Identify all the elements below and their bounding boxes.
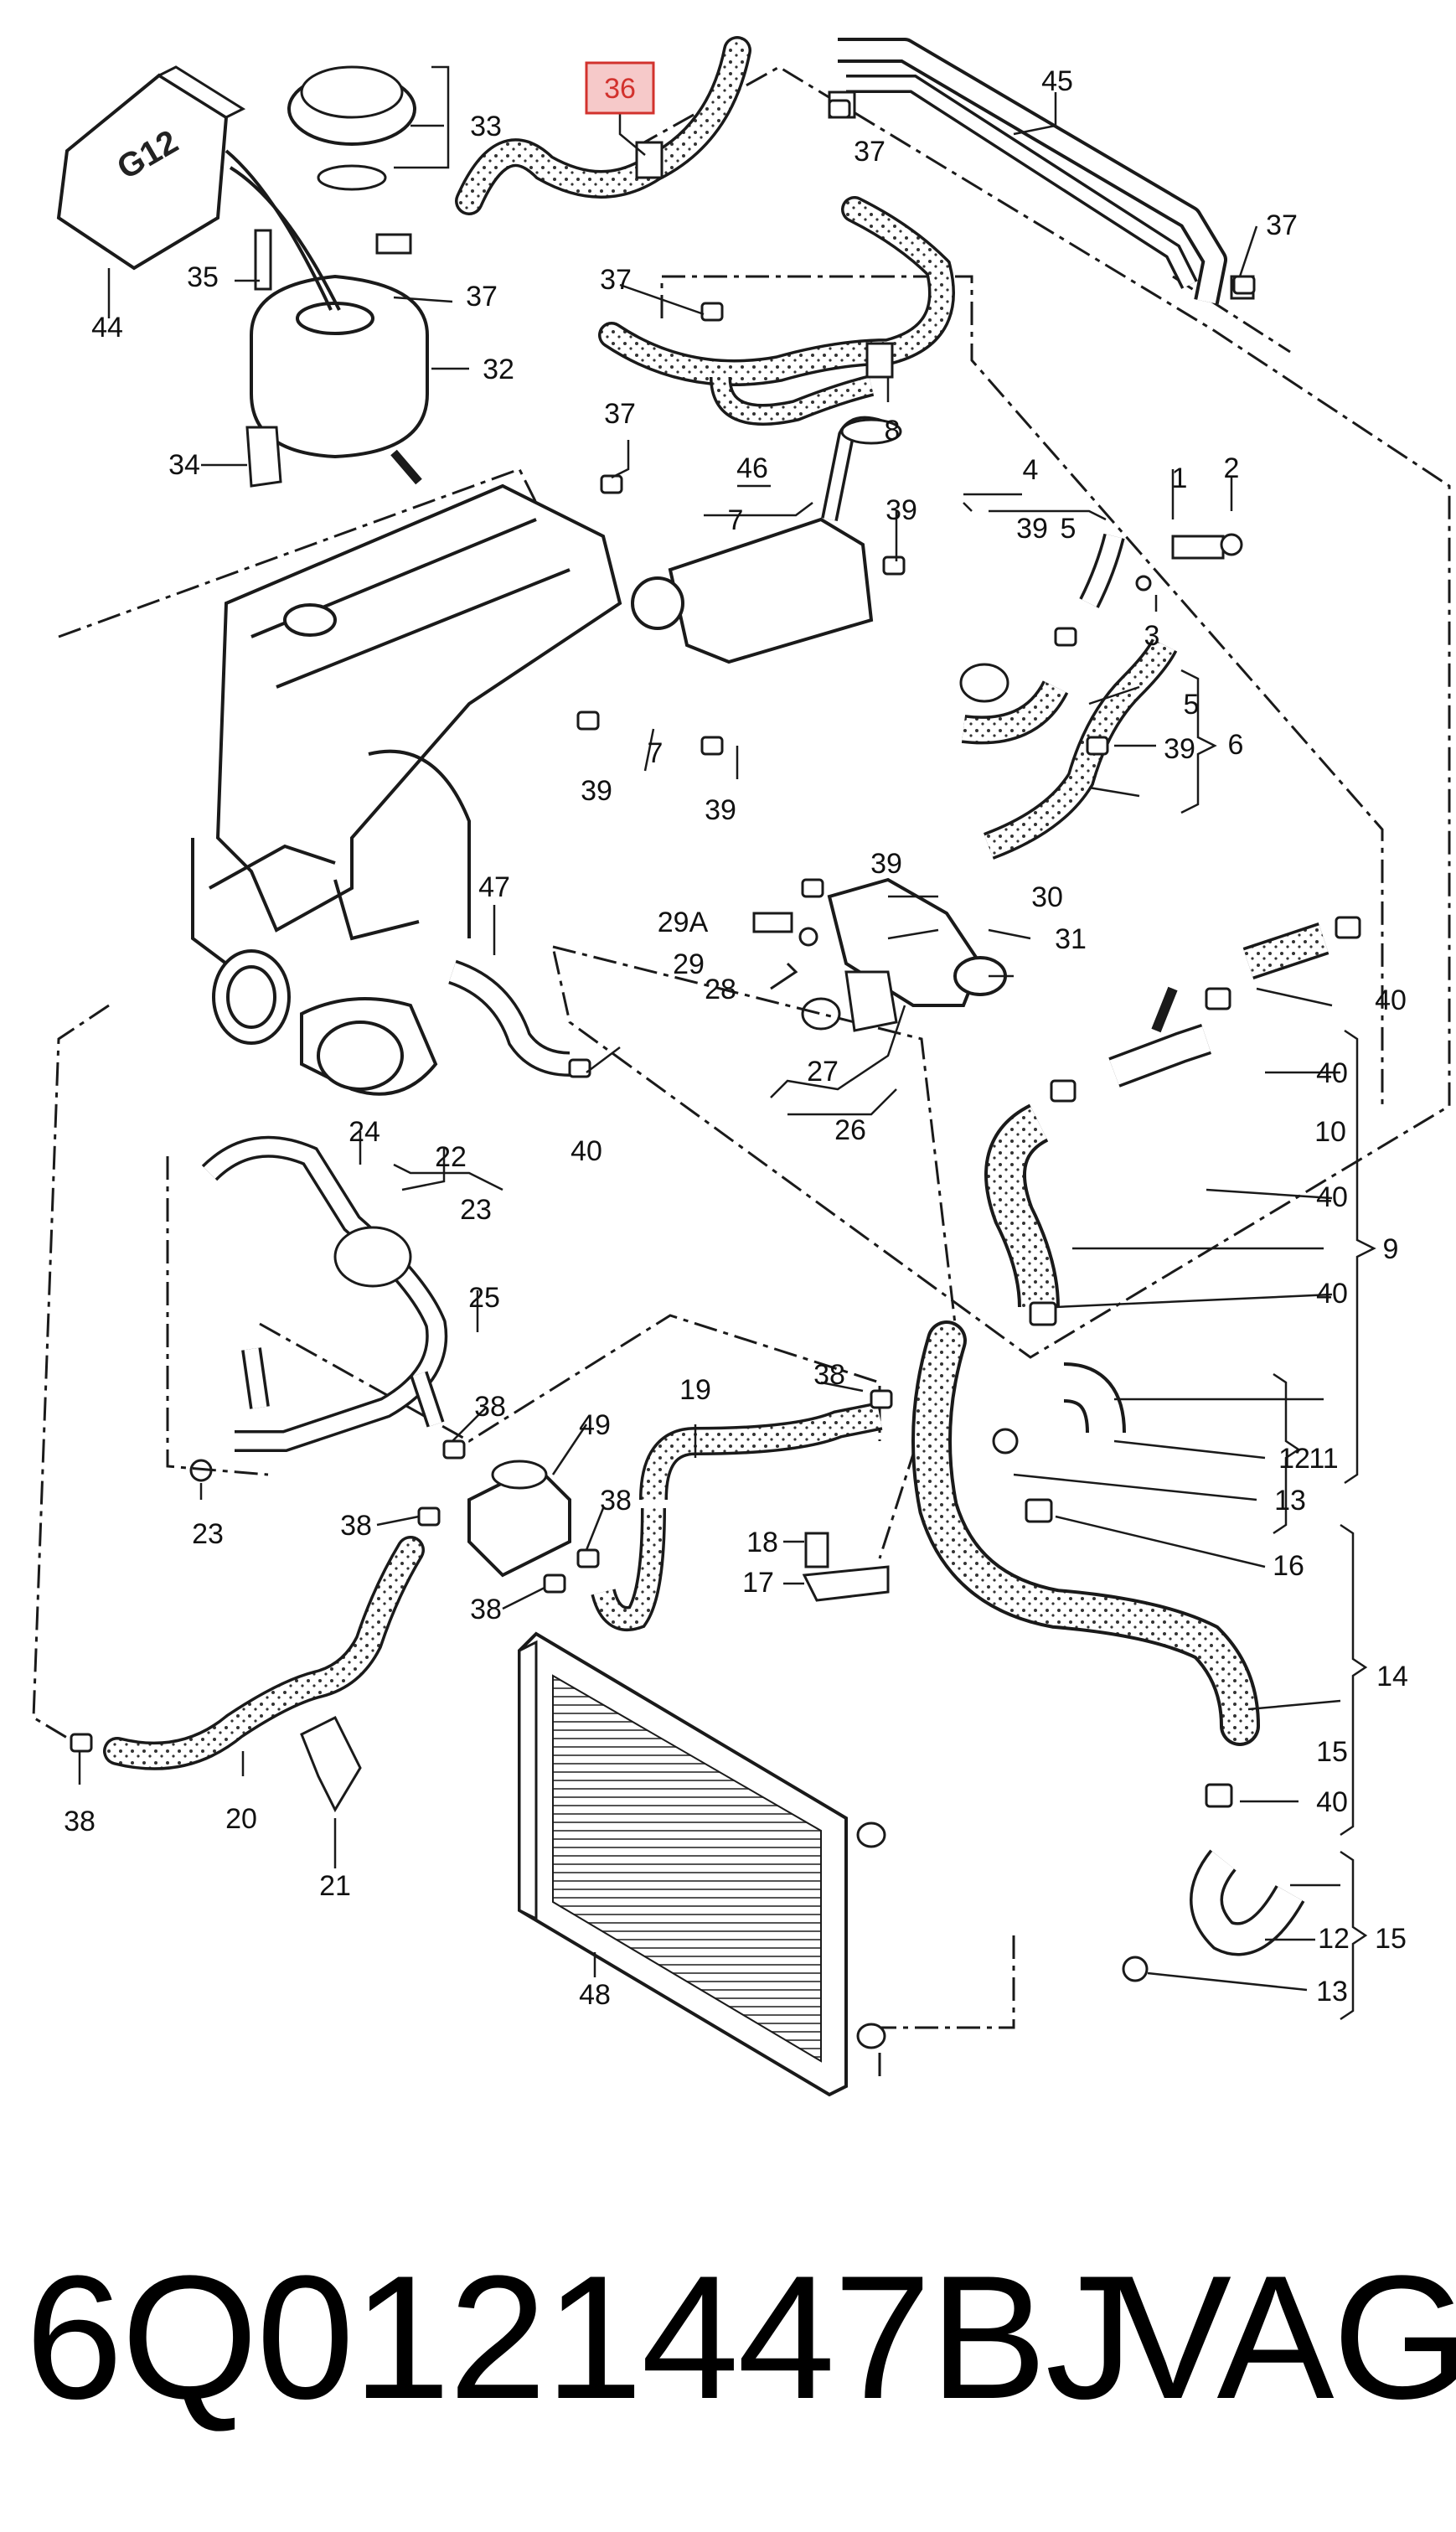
callout-38c: 38: [600, 1485, 632, 1517]
parts-diagram: G12: [32, 36, 1451, 2097]
radiator-48: [518, 1631, 886, 2097]
callout-18: 18: [746, 1527, 778, 1558]
hose-clamps: [70, 99, 1361, 1808]
callout-38a: 38: [474, 1391, 506, 1423]
callout-36: 36: [604, 73, 636, 105]
callout-23b: 23: [192, 1518, 224, 1550]
callout-4: 4: [1023, 454, 1039, 486]
callout-39e: 39: [705, 794, 736, 826]
highlight-box-36: [585, 61, 655, 115]
callout-39f: 39: [870, 848, 902, 880]
callout-12a: 12: [1278, 1443, 1310, 1475]
callout-38e: 38: [470, 1594, 502, 1625]
coolant-pipe-45: [828, 38, 1255, 304]
callout-39b: 39: [1016, 513, 1048, 545]
callout-39d: 39: [581, 775, 612, 807]
hose-36-highlighted: [455, 36, 751, 215]
callout-37d: 37: [466, 281, 498, 313]
callout-labels: 36 45 33 37 37 37 37 35 32 44 34 8 37 46…: [64, 61, 1408, 2011]
callout-7a: 7: [728, 504, 744, 536]
callout-19: 19: [679, 1374, 711, 1406]
callout-9: 9: [1383, 1233, 1399, 1265]
callout-29: 29: [673, 948, 705, 980]
callout-34: 34: [168, 449, 200, 481]
hose-assembly-8: [598, 196, 955, 426]
callout-6: 6: [1228, 729, 1244, 761]
callout-13b: 13: [1316, 1976, 1348, 2008]
callout-39a: 39: [885, 494, 917, 526]
hose-group-9-10: [984, 922, 1330, 1455]
coolant-pipes-20-22: [103, 1135, 448, 1813]
callout-25: 25: [468, 1282, 500, 1314]
callout-3: 3: [1144, 620, 1160, 652]
callout-15b: 15: [1375, 1923, 1407, 1955]
callout-37e: 37: [604, 398, 636, 430]
callout-26: 26: [834, 1114, 866, 1146]
callout-37c: 37: [600, 264, 632, 296]
callout-40d: 40: [1316, 1278, 1348, 1310]
callout-29A: 29A: [658, 907, 709, 938]
callout-37b: 37: [1266, 209, 1298, 241]
callout-2: 2: [1224, 452, 1240, 484]
callout-8: 8: [885, 415, 901, 447]
callout-23a: 23: [460, 1194, 492, 1226]
assembly-outline-lines: [32, 65, 1451, 2078]
callout-46: 46: [736, 452, 768, 484]
brand-caption: VAG: [1114, 2239, 1456, 2436]
callout-1: 1: [1172, 462, 1188, 494]
callout-30: 30: [1031, 881, 1063, 913]
callout-16: 16: [1273, 1550, 1304, 1582]
hose-47: [447, 959, 571, 1077]
callout-40a: 40: [1375, 984, 1407, 1016]
callout-47: 47: [478, 871, 510, 903]
callout-35: 35: [187, 261, 219, 293]
callout-40b: 40: [1316, 1057, 1348, 1089]
callout-32: 32: [483, 354, 514, 385]
callout-5b: 5: [1184, 689, 1200, 721]
lower-hose-14: [911, 1320, 1305, 1982]
callout-40e: 40: [571, 1135, 602, 1167]
callout-38d: 38: [340, 1510, 372, 1542]
callout-21: 21: [319, 1870, 351, 1902]
callout-15a: 15: [1316, 1736, 1348, 1768]
callout-40f: 40: [1316, 1786, 1348, 1818]
callout-10: 10: [1314, 1116, 1346, 1148]
callout-37a: 37: [854, 136, 885, 168]
callout-11: 11: [1309, 1443, 1338, 1475]
callout-14: 14: [1376, 1661, 1408, 1692]
coolant-flange-26: [752, 877, 1007, 1032]
hoses-4-5-6: [959, 533, 1243, 860]
callout-38f: 38: [64, 1806, 96, 1837]
callout-13a: 13: [1274, 1485, 1306, 1517]
callout-17: 17: [742, 1567, 774, 1599]
egr-cooler-46: [631, 416, 902, 664]
hose-19-and-reservoir-49: [467, 1402, 890, 1631]
callout-38b: 38: [813, 1359, 845, 1391]
callout-7b: 7: [648, 737, 663, 769]
callout-33: 33: [470, 111, 502, 142]
callout-28: 28: [705, 974, 736, 1005]
callout-49: 49: [579, 1409, 611, 1441]
part-number-caption: 6Q0121447BJ: [25, 2239, 1133, 2436]
callout-27: 27: [807, 1056, 839, 1088]
engine-block: [191, 483, 622, 1096]
cooling-system-exploded-view: G12: [32, 36, 1451, 2097]
callout-45: 45: [1041, 65, 1073, 97]
callout-5a: 5: [1061, 513, 1077, 545]
grouping-brackets: [393, 502, 1376, 2021]
callout-48: 48: [579, 1979, 611, 2011]
leader-lines: [78, 65, 1341, 1992]
callout-40c: 40: [1316, 1181, 1348, 1213]
callout-31: 31: [1055, 923, 1087, 955]
callout-39c: 39: [1164, 733, 1195, 765]
callout-20: 20: [225, 1803, 257, 1835]
callout-44: 44: [91, 312, 123, 344]
callout-24: 24: [349, 1116, 380, 1148]
expansion-tank-assembly: G12: [56, 65, 429, 488]
callout-12b: 12: [1318, 1923, 1350, 1955]
callout-22: 22: [435, 1141, 467, 1173]
